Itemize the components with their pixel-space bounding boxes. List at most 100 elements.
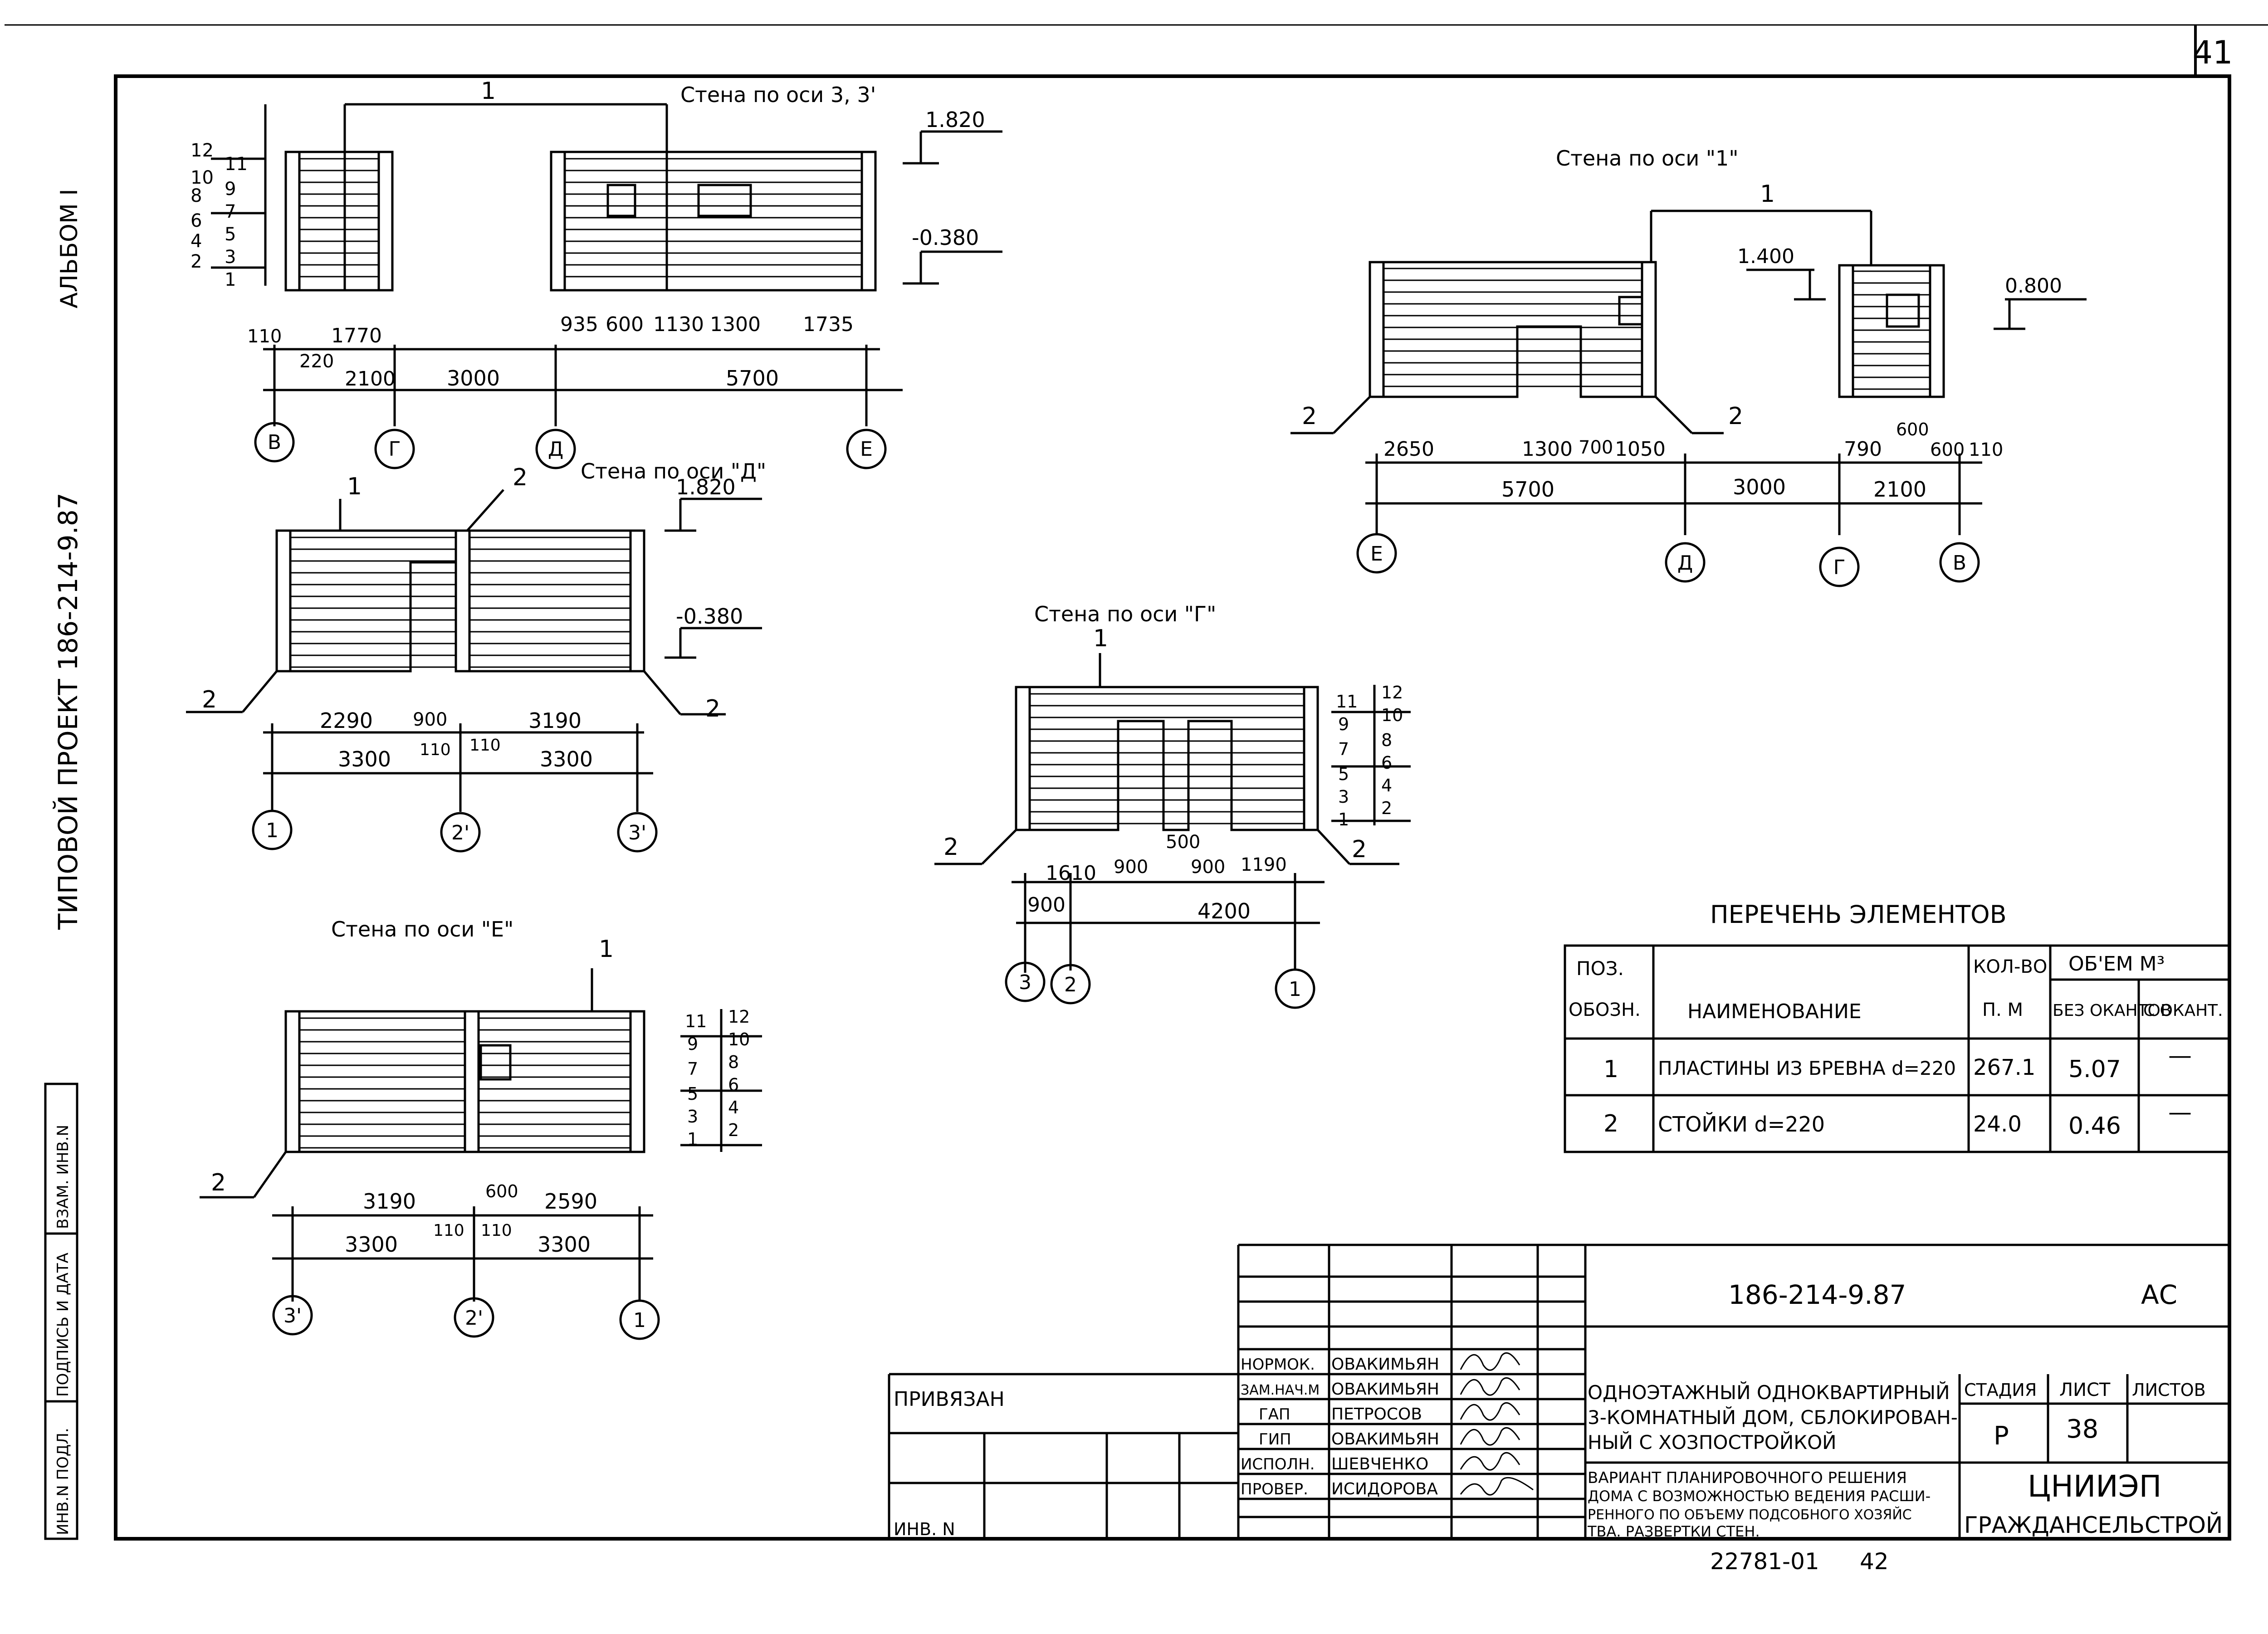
spec-title: ПЕРЕЧЕНЬ ЭЛЕМЕНТОВ (1710, 900, 2007, 929)
axis-label: Е (1370, 542, 1383, 566)
title-block-grid (888, 1244, 2229, 1539)
spec-cell: СТОЙКИ d=220 (1658, 1112, 1825, 1136)
dimension: 1130 (653, 313, 704, 336)
dimension: 1190 (1241, 854, 1287, 875)
dimension: 1770 (331, 324, 382, 347)
spec-cell: 2 (1603, 1110, 1618, 1137)
log-courses (290, 158, 1930, 1149)
axis-label: 3' (284, 1304, 302, 1327)
dimension: 935 (560, 313, 598, 336)
album-label: АЛЬБОМ I (56, 189, 83, 308)
role: НОРМОК. (1241, 1356, 1315, 1374)
dimension: 1610 (1046, 862, 1096, 885)
spec-header: КОЛ-ВО (1973, 956, 2047, 977)
dimension: 110 (433, 1221, 464, 1240)
course-number: 10 (1381, 705, 1403, 725)
spec-cell: 267.1 (1973, 1055, 2035, 1080)
view-title: Стена по оси "1" (1556, 146, 1738, 171)
dimension: 110 (481, 1221, 512, 1240)
course-number: 9 (1338, 714, 1349, 734)
mark-label: 2 (513, 464, 528, 491)
dimension: 3300 (338, 747, 391, 771)
dimension: 2290 (320, 708, 373, 733)
view-title: Стена по оси "Г" (1034, 602, 1216, 626)
spec-cell: — (2168, 1042, 2192, 1069)
spec-header: П. М (1982, 1000, 2023, 1020)
spec-cell: 0.46 (2068, 1112, 2121, 1140)
level-label: -0.380 (912, 225, 979, 250)
spec-header: ПОЗ. (1576, 957, 1624, 980)
course-number: 3 (225, 247, 236, 268)
dimension: 5700 (726, 366, 779, 390)
spec-header: ОБ'ЕМ М³ (2068, 952, 2165, 976)
dimension: 3300 (345, 1232, 398, 1257)
spec-cell: ПЛАСТИНЫ ИЗ БРЕВНА d=220 (1658, 1057, 1956, 1079)
spec-header: ОБОЗН. (1569, 1000, 1641, 1020)
sheet-title: ВАРИАНТ ПЛАНИРОВОЧНОГО РЕШЕНИЯ (1588, 1469, 1907, 1487)
spec-header: БЕЗ ОКАНТОВ (2053, 1001, 2172, 1020)
person-name: ОВАКИМЬЯН (1331, 1355, 1439, 1374)
sheet-title: ТВА. РАЗВЕРТКИ СТЕН. (1587, 1523, 1760, 1540)
course-number: 12 (728, 1007, 750, 1027)
person-name: ШЕВЧЕНКО (1331, 1455, 1428, 1473)
dimension: 3000 (447, 366, 500, 390)
dimension: 1300 (1522, 438, 1573, 461)
organization: ГРАЖДАНСЕЛЬСТРОЙ (1964, 1512, 2223, 1538)
axis-label: В (268, 431, 281, 454)
course-number: 11 (685, 1011, 707, 1031)
course-number: 8 (728, 1052, 739, 1072)
sheet-title: РЕННОГО ПО ОБЪЕМУ ПОДСОБНОГО ХОЗЯЙС (1588, 1507, 1912, 1523)
mark-label: 1 (1760, 180, 1775, 208)
organization: ЦНИИЭП (2028, 1469, 2161, 1504)
course-number: 6 (1381, 753, 1392, 773)
person-name: ОВАКИМЬЯН (1331, 1380, 1439, 1399)
course-number: 7 (1338, 739, 1349, 759)
axis-label: 2' (451, 821, 469, 844)
dimension: 3190 (528, 708, 582, 733)
view-axis-E (200, 968, 762, 1340)
dimension: 700 (1579, 437, 1613, 458)
dimension: 500 (1166, 832, 1200, 853)
dimension: 600 (606, 313, 644, 336)
axis-label: Г (1833, 556, 1846, 579)
object-title: 3-КОМНАТНЫЙ ДОМ, СБЛОКИРОВАН- (1588, 1406, 1958, 1429)
dimension: 600 (1896, 419, 1929, 439)
course-number: 12 (1381, 683, 1403, 702)
sheets-header: ЛИСТОВ (2132, 1380, 2206, 1400)
axis-label: Г (389, 438, 401, 461)
axis-label: Д (1677, 551, 1693, 575)
axis-label: 2 (1064, 973, 1077, 996)
course-number: 3 (1338, 787, 1349, 807)
axis-label: 3' (628, 821, 646, 844)
level-label: 1.820 (925, 107, 985, 132)
object-title: ОДНОЭТАЖНЫЙ ОДНОКВАРТИРНЫЙ (1588, 1381, 1950, 1404)
course-number: 5 (1338, 764, 1349, 784)
margin-stamp (44, 1083, 78, 1540)
dimension: 220 (299, 351, 334, 372)
mark-label: 1 (347, 473, 362, 500)
dimension: 3300 (540, 747, 593, 771)
course-number: 3 (687, 1107, 698, 1127)
person-name: ИСИДОРОВА (1331, 1480, 1438, 1498)
stage-header: СТАДИЯ (1964, 1380, 2037, 1400)
sheet-frame (114, 74, 2231, 1541)
role: ИСПОЛН. (1241, 1455, 1315, 1473)
mark-label: 2 (1728, 403, 1743, 430)
mark-label: 1 (599, 936, 614, 963)
spec-header: НАИМЕНОВАНИЕ (1687, 1000, 1862, 1023)
role: ЗАМ.НАЧ.М (1241, 1382, 1320, 1398)
stage-value: Р (1994, 1421, 2009, 1451)
course-number: 4 (191, 231, 202, 252)
dimension: 900 (1191, 857, 1225, 878)
mark-label: 2 (211, 1169, 226, 1196)
course-number: 11 (225, 154, 248, 175)
project-label: ТИПОВОЙ ПРОЕКТ 186-214-9.87 (52, 493, 83, 930)
spec-cell: 24.0 (1973, 1112, 2022, 1137)
view-axis-1 (1290, 210, 2087, 587)
spec-cell: — (2168, 1099, 2192, 1126)
mark-label: 2 (705, 695, 720, 722)
course-number: 7 (687, 1059, 698, 1079)
stamp-vzam: ВЗАМ. ИНВ.N (54, 1125, 72, 1229)
stamp-podpis: ПОДПИСЬ И ДАТА (54, 1253, 72, 1397)
dimension: 110 (1969, 439, 2003, 460)
